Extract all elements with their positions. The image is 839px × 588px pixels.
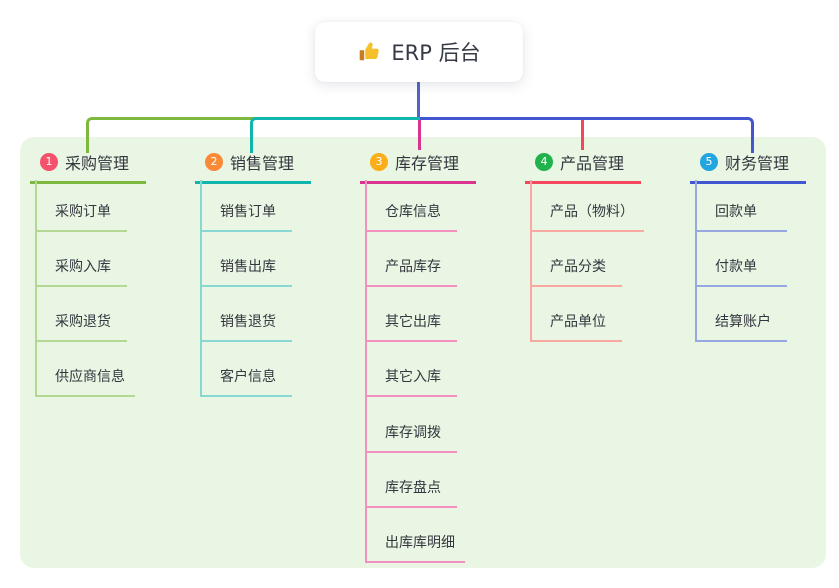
branch4-number-badge: 4	[535, 153, 553, 171]
node-product-material[interactable]: 产品（物料）	[530, 203, 644, 232]
branch-inventory-node[interactable]: 3 库存管理	[360, 150, 476, 184]
branch1-label: 采购管理	[65, 154, 130, 173]
branch2-child-spine	[200, 180, 202, 397]
node-receipt-bill[interactable]: 回款单	[695, 203, 787, 232]
root-node-label: ERP 后台	[391, 41, 481, 65]
node-sales-return[interactable]: 销售退货	[200, 313, 292, 342]
node-purchase-order[interactable]: 采购订单	[35, 203, 127, 232]
node-other-outbound[interactable]: 其它出库	[365, 313, 457, 342]
node-stock-transfer[interactable]: 库存调拨	[365, 424, 457, 453]
node-supplier-info[interactable]: 供应商信息	[35, 368, 135, 397]
node-customer-info[interactable]: 客户信息	[200, 368, 292, 397]
branch2-number-badge: 2	[205, 153, 223, 171]
node-product-unit[interactable]: 产品单位	[530, 313, 622, 342]
branch5-label: 财务管理	[725, 154, 790, 173]
branch-sales-node[interactable]: 2 销售管理	[195, 150, 311, 184]
node-sales-outbound[interactable]: 销售出库	[200, 258, 292, 287]
root-node[interactable]: ERP 后台	[315, 22, 523, 82]
node-warehouse-info[interactable]: 仓库信息	[365, 203, 457, 232]
node-settlement-account[interactable]: 结算账户	[695, 313, 787, 342]
branch-finance-node[interactable]: 5 财务管理	[690, 150, 806, 184]
node-payment-bill[interactable]: 付款单	[695, 258, 787, 287]
branch2-label: 销售管理	[230, 154, 295, 173]
node-product-category[interactable]: 产品分类	[530, 258, 622, 287]
branch5-number-badge: 5	[700, 153, 718, 171]
thumbs-up-icon	[357, 40, 381, 64]
branch-product-node[interactable]: 4 产品管理	[525, 150, 641, 184]
root-connector-line	[417, 81, 420, 117]
node-other-inbound[interactable]: 其它入库	[365, 368, 457, 397]
node-sales-order[interactable]: 销售订单	[200, 203, 292, 232]
branch4-label: 产品管理	[560, 154, 625, 173]
node-purchase-inbound[interactable]: 采购入库	[35, 258, 127, 287]
branch5-child-spine	[695, 180, 697, 342]
node-purchase-return[interactable]: 采购退货	[35, 313, 127, 342]
branches-background-panel	[20, 137, 826, 568]
branch3-label: 库存管理	[395, 154, 460, 173]
branch3-number-badge: 3	[370, 153, 388, 171]
node-outbound-detail[interactable]: 出库库明细	[365, 534, 465, 563]
branch3-child-spine	[365, 180, 367, 563]
branch-purchase-node[interactable]: 1 采购管理	[30, 150, 146, 184]
branch1-child-spine	[35, 180, 37, 397]
node-stock-count[interactable]: 库存盘点	[365, 479, 457, 508]
node-product-stock[interactable]: 产品库存	[365, 258, 457, 287]
branch4-child-spine	[530, 180, 532, 342]
branch1-number-badge: 1	[40, 153, 58, 171]
